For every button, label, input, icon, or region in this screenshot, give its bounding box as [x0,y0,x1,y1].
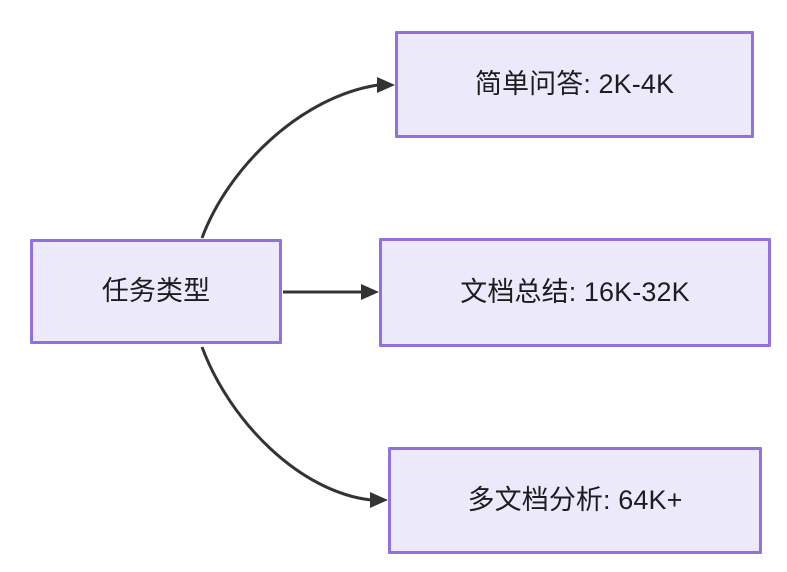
node-doc-summary[interactable]: 文档总结: 16K-32K [379,238,771,347]
arrowhead-middle [361,284,379,300]
edge-curve-top [200,83,379,239]
arrowhead-top [377,77,395,93]
node-simple-qa-label: 简单问答: 2K-4K [474,69,675,100]
arrowhead-bottom [370,492,388,508]
node-simple-qa[interactable]: 简单问答: 2K-4K [395,31,754,138]
node-task-type-label: 任务类型 [101,276,211,307]
edge-curve-bottom [200,346,372,502]
node-doc-summary-label: 文档总结: 16K-32K [460,277,690,308]
node-multidoc-analysis-label: 多文档分析: 64K+ [467,485,683,516]
node-multidoc-analysis[interactable]: 多文档分析: 64K+ [388,447,762,554]
edge-root-to-multidoc [200,346,388,508]
edge-root-to-simple-qa [200,77,395,239]
node-task-type[interactable]: 任务类型 [30,239,282,344]
edge-root-to-doc-summary [283,284,379,300]
